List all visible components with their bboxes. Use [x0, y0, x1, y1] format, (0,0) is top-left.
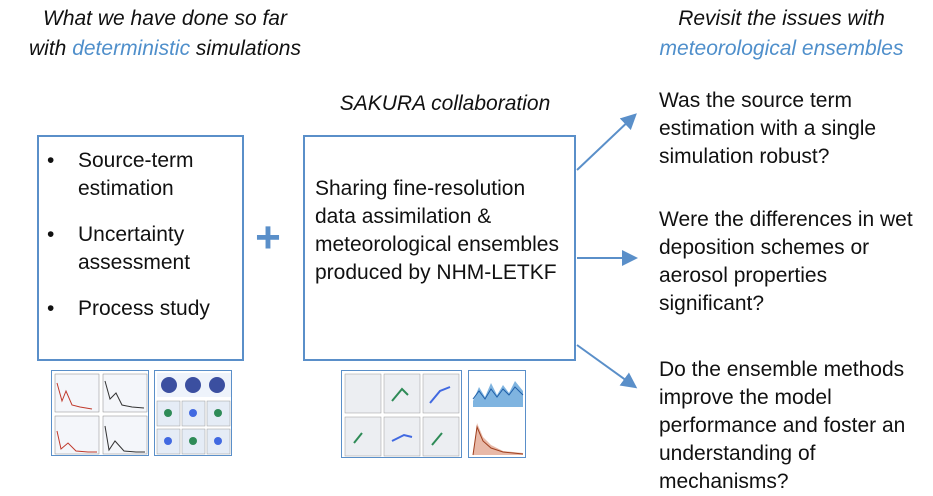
arrow-to-question-3: [576, 344, 638, 389]
work-item-process: • Process study: [39, 295, 242, 323]
question-1: Was the source term estimation with a si…: [659, 89, 877, 168]
question-2: Were the differences in wet deposition s…: [659, 208, 913, 315]
left-header-pre: with: [29, 37, 73, 60]
question-3: Do the ensemble methods improve the mode…: [659, 358, 906, 493]
left-header-line1: What we have done so far: [43, 7, 287, 30]
left-header-highlight: deterministic: [72, 37, 191, 60]
collaboration-label: SAKURA collaboration: [339, 92, 551, 115]
arrow-to-question-1: [576, 113, 637, 171]
work-item-uncertainty: • Uncertainty assessment: [39, 221, 242, 277]
right-header-highlight: meteorological ensembles: [659, 37, 904, 60]
right-header-line1: Revisit the issues with: [678, 7, 885, 30]
left-header-post: simulations: [190, 37, 301, 60]
timeseries-thumbnail: [51, 370, 149, 456]
bullet-icon: •: [47, 223, 55, 246]
work-item-label: Process study: [78, 297, 210, 320]
right-header: Revisit the issues with meteorological e…: [630, 4, 933, 64]
work-item-source-term: • Source-term estimation: [39, 147, 242, 203]
work-item-label: Uncertainty assessment: [78, 223, 191, 274]
bullet-icon: •: [47, 297, 55, 320]
sakura-box-text: Sharing fine-resolution data assimilatio…: [315, 177, 559, 284]
work-list: • Source-term estimation • Uncertainty ass…: [39, 137, 242, 323]
bullet-icon: •: [47, 149, 55, 172]
ensemble-maps-thumbnail: [341, 370, 462, 458]
deterministic-work-box: • Source-term estimation • Uncertainty ass…: [37, 135, 244, 361]
ensemble-spread-thumbnail: [468, 370, 526, 458]
left-header-line2: with deterministic simulations: [0, 34, 330, 64]
left-header: What we have done so far with determinis…: [0, 4, 330, 64]
plus-sign: +: [255, 213, 281, 262]
sakura-box: Sharing fine-resolution data assimilatio…: [303, 135, 576, 361]
work-item-label: Source-term estimation: [78, 149, 194, 200]
deposition-maps-thumbnail: [154, 370, 232, 456]
